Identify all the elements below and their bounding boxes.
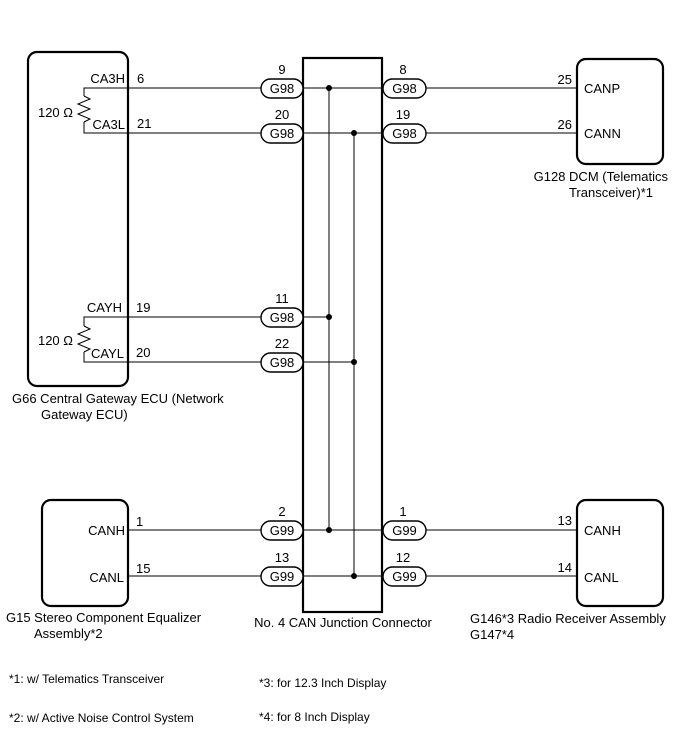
junction-left-connectors [260,78,304,587]
g66-pin-number: 20 [136,345,150,360]
g128-name: G128 DCM (Telematics [534,169,669,184]
footnote-2: *2: w/ Active Noise Control System [9,711,194,725]
junction-internal-wires [303,87,383,577]
radio-name: G146*3 Radio Receiver Assembly [470,611,666,626]
g15-pin-number: 1 [136,514,143,529]
junction-right-connector-label: G99 [392,569,417,584]
junction-connector-box [301,56,384,614]
g66-pin-number: 19 [136,300,150,315]
junction-right-pin-number: 8 [399,62,406,77]
junction-left-pin-number: 9 [278,62,285,77]
g66-pin-label: CAYH [87,300,122,315]
left-wires [128,87,261,577]
junction-left-connector-label: G98 [270,126,295,141]
footnote-4: *4: for 8 Inch Display [259,710,370,724]
g15-pin-label: CANL [89,570,124,585]
g128-pin-number: 26 [558,117,572,132]
junction-left-pin-number: 22 [275,336,289,351]
resistor-bottom-value: 120 Ω [38,333,73,348]
g15-pin-label: CANH [88,523,125,538]
radio-receiver-box [575,498,665,608]
radio-name-line2: G147*4 [470,627,514,642]
g128-name-line2: Transceiver)*1 [569,185,653,200]
junction-right-pin-number: 12 [396,550,410,565]
junction-left-pin-number: 20 [275,107,289,122]
g15-name-line2: Assembly*2 [34,626,103,641]
resistor-top [76,87,128,134]
g128-pin-label: CANN [584,126,621,141]
right-wires [426,87,577,577]
junction-right-connector-label: G98 [392,126,417,141]
junction-right-connector-label: G98 [392,81,417,96]
junction-left-connector-label: G98 [270,81,295,96]
junction-left-connector-label: G98 [270,310,295,325]
junction-left-pin-number: 11 [275,291,289,306]
footnote-1: *1: w/ Telematics Transceiver [9,672,164,686]
junction-left-connector-label: G99 [270,569,295,584]
g66-name-line2: Gateway ECU) [41,407,128,422]
g66-pin-label: CA3H [90,71,125,86]
junction-connector-name: No. 4 CAN Junction Connector [254,615,432,630]
resistor-top-value: 120 Ω [38,105,73,120]
radio-pin-label: CANL [584,570,619,585]
junction-left-connector-label: G99 [270,523,295,538]
junction-left-pin-number: 2 [278,504,285,519]
g128-pin-number: 25 [558,72,572,87]
g66-ecu-box [26,50,130,388]
g15-equalizer-box [40,498,130,608]
g15-pin-number: 15 [136,561,150,576]
junction-left-pin-number: 13 [275,550,289,565]
radio-pin-label: CANH [584,523,621,538]
g66-pin-label: CA3L [92,117,125,132]
junction-right-connectors [382,78,427,587]
radio-pin-number: 14 [558,560,572,575]
g15-name: G15 Stereo Component Equalizer [6,610,202,625]
junction-left-connector-label: G98 [270,355,295,370]
g128-pin-label: CANP [584,81,620,96]
g66-pin-number: 6 [137,71,144,86]
resistor-bottom [76,316,128,363]
g128-dcm-box [575,57,665,166]
g66-pin-label: CAYL [91,346,124,361]
g66-name: G66 Central Gateway ECU (Network [12,391,224,406]
junction-right-connector-label: G99 [392,523,417,538]
junction-right-pin-number: 19 [396,107,410,122]
footnote-3: *3: for 12.3 Inch Display [259,676,386,690]
junction-right-pin-number: 1 [399,504,406,519]
radio-pin-number: 13 [558,513,572,528]
g66-pin-number: 21 [137,116,151,131]
splice-dots [326,85,357,579]
